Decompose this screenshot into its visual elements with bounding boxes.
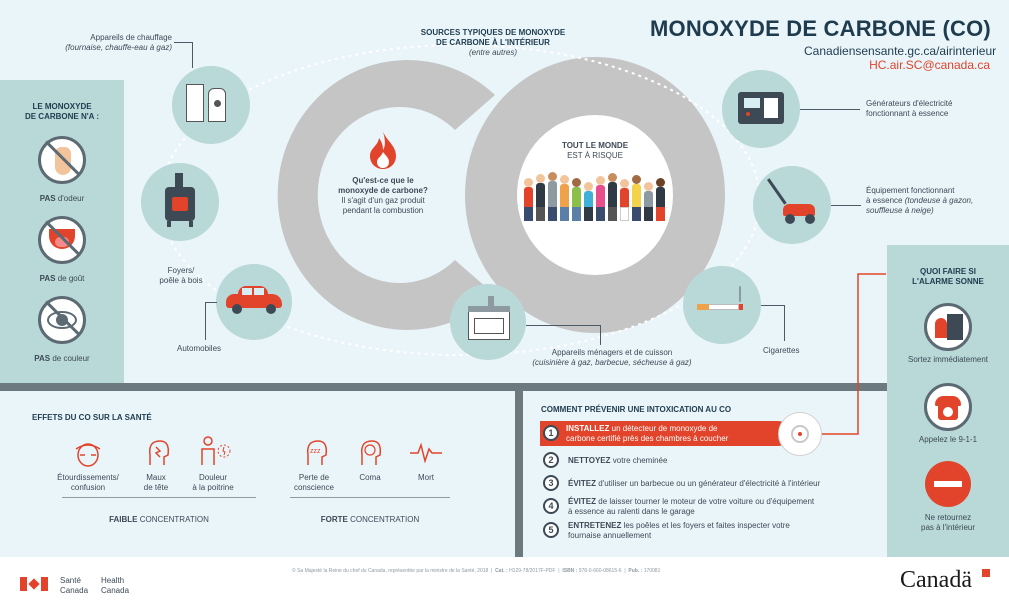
source-appliances-label: Appareils ménagers et de cuisson (cuisin… — [532, 348, 692, 367]
phone-icon — [924, 383, 972, 431]
step-avoid-indoor-bbq: ÉVITEZ d'utiliser un barbecue ou un géné… — [568, 479, 821, 488]
connector-line — [205, 302, 217, 303]
people-illustration — [522, 170, 668, 226]
email-link[interactable]: HC.air.SC@canada.ca — [869, 58, 990, 72]
no-smell-icon — [38, 136, 86, 184]
low-bracket-line — [62, 497, 256, 498]
effect-death: Mort — [418, 473, 434, 482]
generator-icon — [722, 70, 800, 148]
letter-c-shape — [277, 59, 495, 330]
prevention-section — [523, 391, 887, 557]
unconscious-icon: zzz — [306, 440, 328, 465]
co-detector-icon — [778, 412, 822, 456]
connector-line — [600, 325, 601, 345]
chest-pain-icon — [201, 436, 231, 465]
step-number-4: 4 — [543, 498, 559, 514]
prevention-title: COMMENT PRÉVENIR UNE INTOXICATION AU CO — [541, 405, 732, 414]
page-title: MONOXYDE DE CARBONE (CO) — [650, 16, 991, 41]
health-canada-fr: Santé Canada — [60, 576, 89, 595]
headache-icon — [148, 440, 170, 465]
section-divider — [0, 383, 887, 391]
wood-stove-icon — [141, 163, 219, 241]
do-not-enter-icon — [925, 461, 971, 507]
co-properties-title: LE MONOXYDE DE CARBONE N'A : — [24, 102, 100, 121]
lawnmower-icon — [753, 166, 831, 244]
connector-line — [174, 42, 192, 43]
effect-headache: Maux de tête — [143, 473, 169, 492]
health-effects-section: EFFETS DU CO SUR LA SANTÉ Étourdissement… — [0, 391, 515, 557]
canada-flag-icon — [20, 577, 48, 591]
source-generator-label: Générateurs d'électricité fonctionnant à… — [866, 99, 953, 118]
heating-appliances-icon — [172, 66, 250, 144]
no-taste-label: PAS de goût — [39, 274, 85, 283]
high-bracket-line — [290, 497, 450, 498]
effect-chest-pain: Douleur à la poitrine — [192, 473, 234, 492]
svg-text:zzz: zzz — [310, 448, 321, 455]
alarm-step-stay-out: Ne retournez pas à l'intérieur — [921, 513, 975, 532]
source-cigarettes-label: Cigarettes — [763, 346, 800, 355]
exit-door-icon — [924, 303, 972, 351]
source-heating-label: Appareils de chauffage (fournaise, chauf… — [65, 33, 172, 52]
step-install-detector: INSTALLEZ un détecteur de monoxyde de ca… — [566, 424, 729, 443]
footer: © Sa Majesté la Reine du chef du Canada,… — [0, 557, 1009, 612]
connector-line — [784, 305, 785, 341]
source-auto-label: Automobiles — [177, 344, 222, 353]
car-icon — [216, 264, 292, 340]
no-color-icon — [38, 296, 86, 344]
section-divider — [515, 391, 523, 557]
alarm-title: QUOI FAIRE SI L'ALARME SONNE — [912, 267, 984, 286]
low-concentration-label: FAIBLE CONCENTRATION — [109, 515, 209, 524]
connector-line — [526, 325, 601, 326]
source-woodstove-label: Foyers/ poêle à bois — [159, 266, 203, 285]
co-question: Qu'est-ce que le monoxyde de carbone? Il… — [338, 176, 428, 215]
co-properties-panel: LE MONOXYDE DE CARBONE N'A : PAS d'odeur… — [0, 80, 124, 383]
source-gas-equipment-label: Équipement fonctionnant à essence (tonde… — [866, 186, 974, 215]
effect-dizziness: Étourdissements/ confusion — [57, 473, 119, 492]
step-number-5: 5 — [543, 522, 559, 538]
health-canada-en: Health Canada — [101, 576, 130, 595]
coma-icon — [360, 440, 382, 465]
alarm-step-call: Appelez le 9-1-1 — [918, 435, 978, 444]
connector-line — [831, 205, 861, 206]
alarm-step-leave: Sortez immédiatement — [907, 355, 989, 364]
step1-highlight — [540, 421, 790, 446]
website-link[interactable]: Canadiensensante.gc.ca/airinterieur — [804, 44, 997, 58]
no-smell-label: PAS d'odeur — [39, 194, 85, 203]
alarm-connector-arrow — [822, 273, 886, 435]
effect-unconscious: Perte de conscience — [293, 473, 335, 492]
canada-wordmark: Canadä — [900, 567, 972, 593]
wordmark-flag-icon — [982, 569, 990, 577]
connector-line — [800, 109, 860, 110]
alarm-panel: QUOI FAIRE SI L'ALARME SONNE Sortez immé… — [887, 245, 1009, 557]
health-effects-title: EFFETS DU CO SUR LA SANTÉ — [32, 413, 152, 422]
cigarette-icon — [683, 266, 761, 344]
connector-line — [192, 42, 193, 68]
step-number-2: 2 — [543, 452, 559, 468]
step-avoid-idling: ÉVITEZ de laisser tourner le moteur de v… — [568, 497, 815, 516]
stove-appliance-icon — [450, 284, 526, 360]
letter-o-inner — [517, 115, 673, 275]
step-number-1: 1 — [543, 425, 559, 441]
step-number-3: 3 — [543, 475, 559, 491]
co-letters-graphic — [277, 57, 725, 333]
connector-line — [761, 305, 785, 306]
flame-icon — [370, 132, 396, 169]
high-concentration-label: FORTE CONCENTRATION — [320, 515, 420, 524]
heartbeat-flatline-icon — [410, 442, 442, 463]
no-color-label: PAS de couleur — [34, 354, 90, 363]
step-clean-chimney: NETTOYEZ votre cheminée — [568, 456, 668, 465]
step-maintain-appliances: ENTRETENEZ les poêles et les foyers et f… — [568, 521, 790, 540]
sources-heading: SOURCES TYPIQUES DE MONOXYDE DE CARBONE … — [420, 28, 566, 57]
no-taste-icon — [38, 216, 86, 264]
connector-line — [205, 302, 206, 340]
dizziness-icon — [75, 443, 101, 467]
risk-heading: TOUT LE MONDE EST À RISQUE — [561, 141, 629, 160]
effect-coma: Coma — [359, 473, 381, 482]
footer-legal: © Sa Majesté la Reine du chef du Canada,… — [292, 568, 661, 574]
